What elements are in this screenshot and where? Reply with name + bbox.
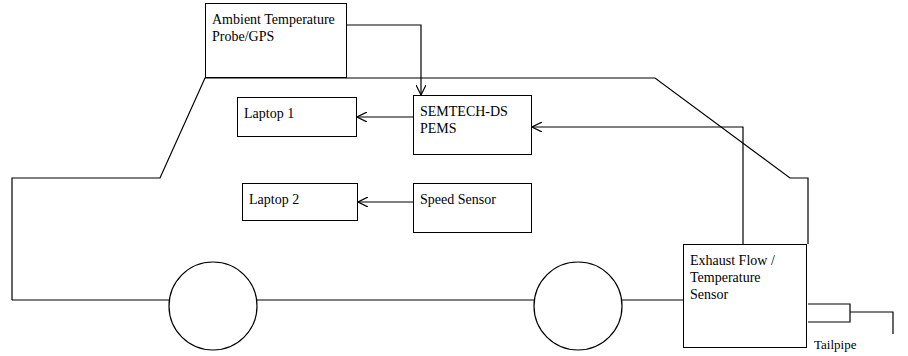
- component-label: Laptop 1: [244, 105, 350, 122]
- component-box: Laptop 2: [242, 183, 358, 221]
- signal-arrow: [358, 201, 413, 202]
- rear-wheel: [534, 262, 622, 350]
- component-box: Speed Sensor: [413, 183, 532, 233]
- component-label: Laptop 2: [249, 191, 351, 208]
- signal-arrow: [347, 25, 421, 95]
- tailpipe-symbol: [808, 304, 893, 334]
- component-box: SEMTECH-DS PEMS: [413, 95, 532, 155]
- component-label: Speed Sensor: [420, 191, 525, 208]
- front-wheel: [169, 262, 257, 350]
- component-box: Ambient Temperature Probe/GPS: [205, 3, 347, 78]
- component-label: SEMTECH-DS PEMS: [420, 103, 525, 137]
- car-underbody: [12, 299, 683, 300]
- component-box: Exhaust Flow / Temperature Sensor: [683, 244, 807, 348]
- component-box: Laptop 1: [237, 97, 357, 137]
- component-label: Ambient Temperature Probe/GPS: [212, 11, 340, 45]
- component-label: Exhaust Flow / Temperature Sensor: [690, 252, 800, 303]
- signal-arrow: [532, 127, 743, 244]
- part-label: Tailpipe: [813, 337, 857, 353]
- signal-arrow: [357, 116, 413, 117]
